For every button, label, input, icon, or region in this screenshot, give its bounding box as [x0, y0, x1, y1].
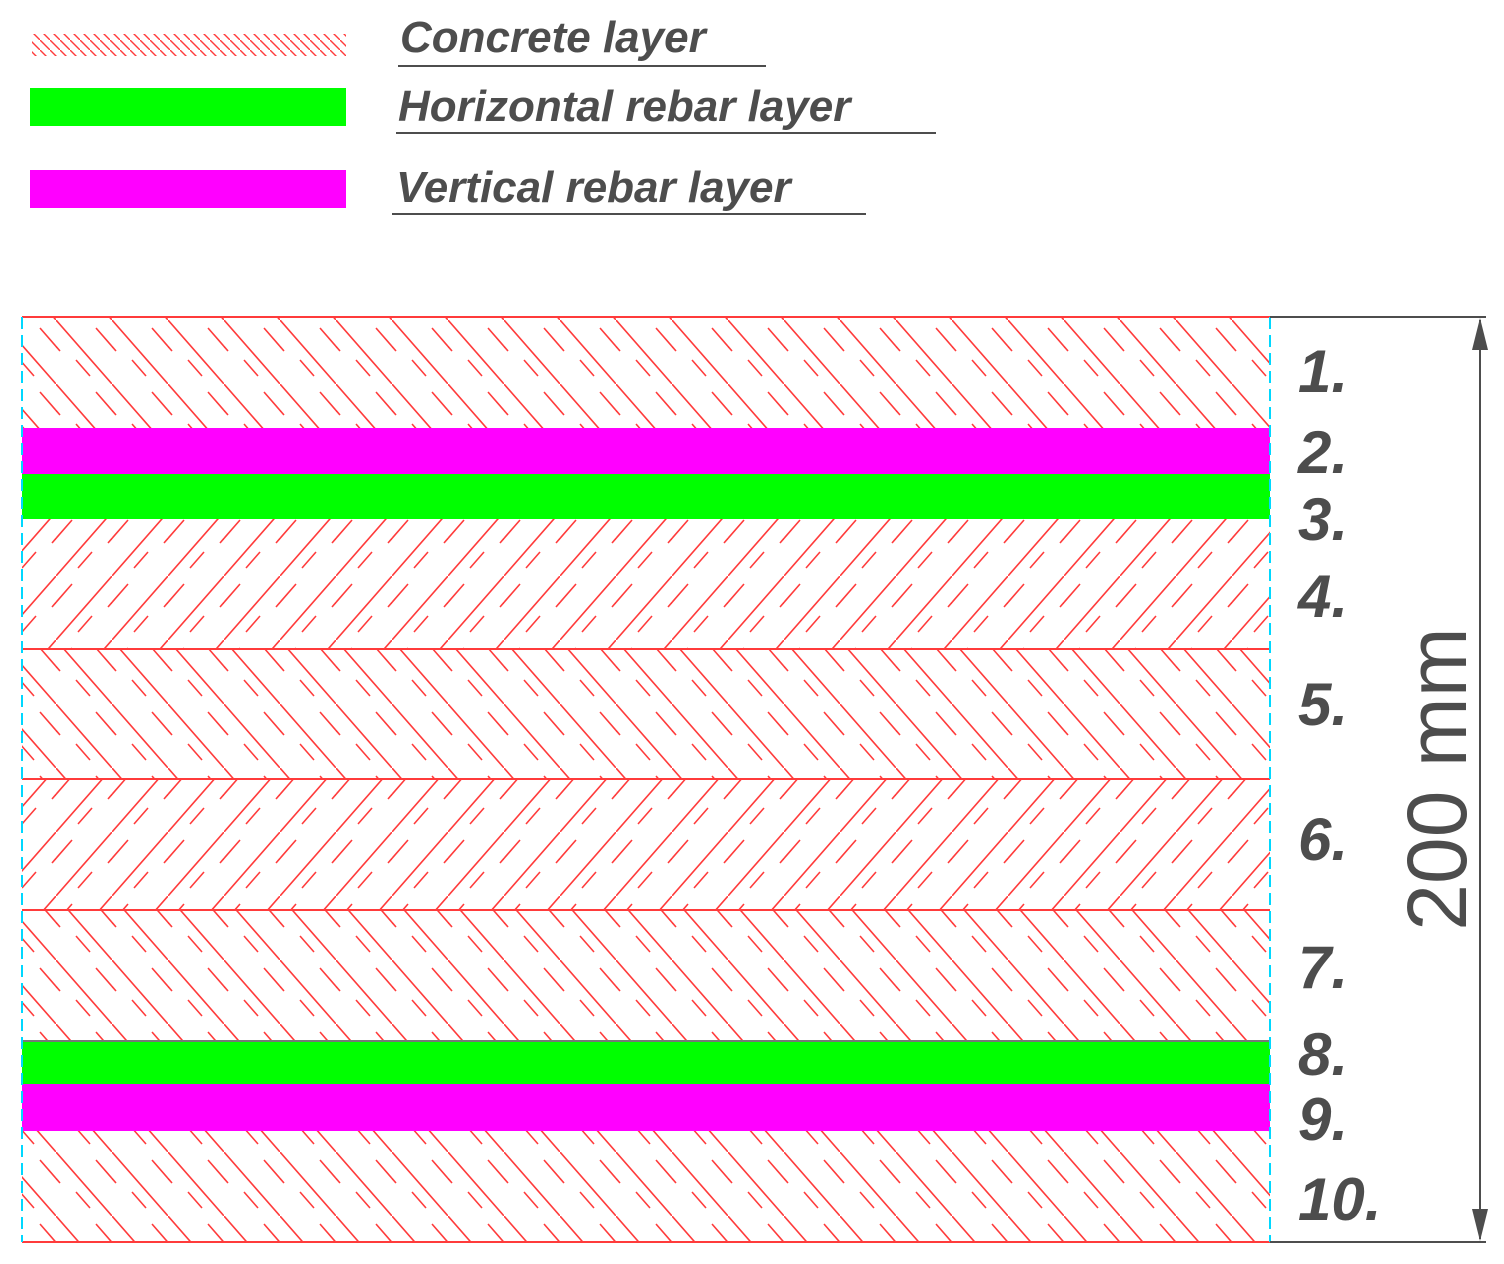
dimension-arrow-top [1472, 318, 1488, 350]
layer-6 [22, 779, 1270, 910]
layer-boundaries [22, 316, 1270, 1243]
layer-1 [22, 317, 1270, 428]
legend-label-concrete: Concrete layer [400, 13, 709, 62]
legend: Concrete layer Horizontal rebar layer Ve… [30, 13, 936, 215]
legend-label-vertical-rebar: Vertical rebar layer [396, 163, 794, 212]
layer-number-8: 8. [1298, 1021, 1348, 1088]
dimension-arrow-bottom [1472, 1209, 1488, 1241]
legend-label-horizontal-rebar: Horizontal rebar layer [398, 82, 853, 131]
layer-number-2: 2. [1297, 419, 1348, 486]
section-layers [21, 316, 1271, 1243]
dimension: 200 mm [1270, 316, 1488, 1243]
layer-number-7: 7. [1298, 934, 1348, 1001]
layer-5 [22, 649, 1270, 779]
layer-4 [22, 519, 1270, 649]
layer-number-4: 4. [1297, 563, 1348, 630]
layer-number-10: 10. [1298, 1166, 1381, 1233]
legend-swatch-concrete [32, 34, 346, 56]
layer-8 [22, 1041, 1270, 1084]
layer-9 [22, 1084, 1270, 1131]
layer-10 [22, 1131, 1270, 1242]
layer-number-6: 6. [1298, 806, 1348, 873]
layer-number-3: 3. [1298, 486, 1348, 553]
layer-2 [22, 428, 1270, 474]
dimension-label: 200 mm [1390, 627, 1484, 930]
layer-number-5: 5. [1298, 671, 1348, 738]
layer-number-1: 1. [1298, 338, 1348, 405]
layer-3 [22, 474, 1270, 519]
legend-swatch-vertical-rebar [30, 170, 346, 208]
layer-numbers: 1. 2. 3. 4. 5. 6. 7. 8. 9. 10. [1297, 338, 1381, 1233]
legend-swatch-horizontal-rebar [30, 88, 346, 126]
layer-number-9: 9. [1298, 1086, 1348, 1153]
layer-7 [22, 910, 1270, 1041]
